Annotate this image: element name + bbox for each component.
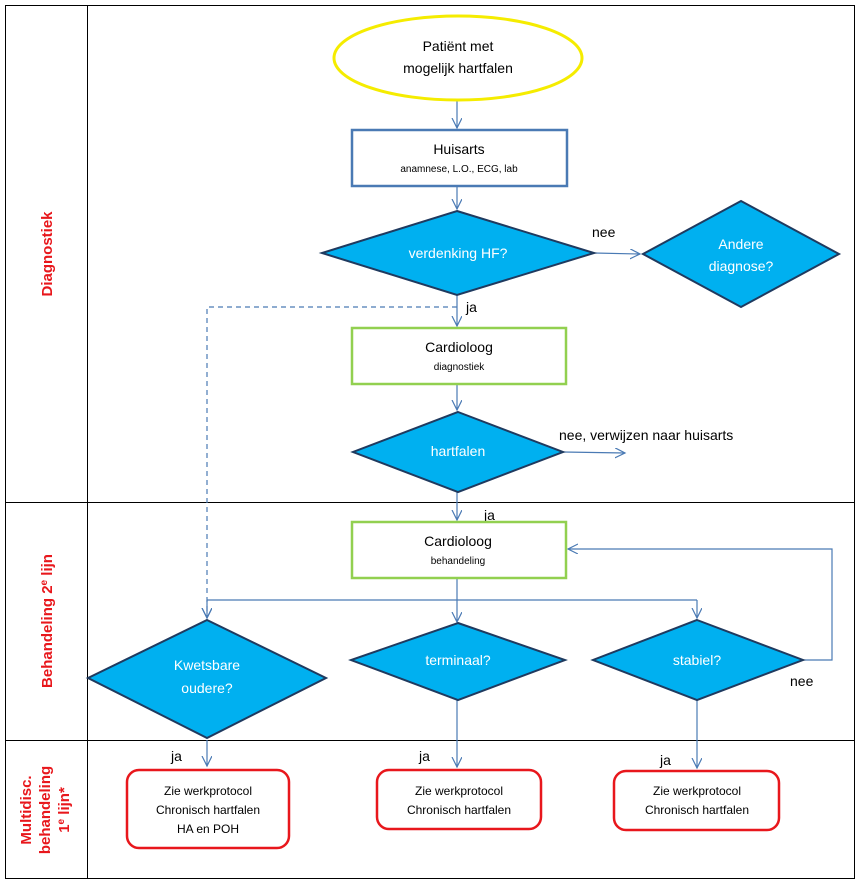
cardioloog-beh-node: Cardioloog behandeling: [350, 520, 568, 580]
connector-hartfalen-huisarts: [562, 452, 625, 453]
kwetsbare-line1: Kwetsbare: [174, 657, 240, 673]
protocol-stabiel-line2: Chronisch hartfalen: [645, 803, 749, 817]
terminaal-diamond: [348, 621, 568, 702]
terminaal-label: terminaal?: [425, 652, 491, 668]
edge-label-ja-stabiel: ja: [659, 752, 671, 768]
hartfalen-diamond: [350, 410, 566, 494]
stabiel-label: stabiel?: [673, 652, 721, 668]
edge-label-nee-hartfalen: nee, verwijzen naar huisarts: [559, 427, 733, 443]
protocol-terminaal-node: Zie werkprotocol Chronisch hartfalen: [375, 768, 543, 831]
cardioloog-beh-title: Cardioloog: [424, 533, 492, 549]
protocol-ha-box: [125, 768, 291, 850]
andere-diamond: [640, 199, 842, 309]
edge-label-nee-verdenking: nee: [592, 224, 616, 240]
cardioloog-diag-box: [350, 326, 568, 386]
connectors: [207, 100, 833, 768]
edge-label-ja-hartfalen: ja: [483, 507, 495, 523]
kwetsbare-line2: oudere?: [181, 680, 233, 696]
huisarts-sub: anamnese, L.O., ECG, lab: [400, 164, 518, 175]
lane-label-multidisc-line1: Multidisc.: [18, 775, 35, 844]
start-line1: Patiënt met: [423, 38, 494, 54]
huisarts-title: Huisarts: [433, 141, 484, 157]
lane-label-behandeling-main: Behandeling 2: [39, 585, 56, 688]
start-node: Patiënt met mogelijk hartfalen: [332, 14, 584, 102]
connector-verdenking-andere: [593, 253, 640, 254]
cardioloog-beh-box: [350, 520, 568, 580]
andere-line1: Andere: [718, 236, 763, 252]
hartfalen-label: hartfalen: [431, 443, 485, 459]
huisarts-node: Huisarts anamnese, L.O., ECG, lab: [350, 128, 569, 188]
lane-multidisc-border: [5, 740, 855, 879]
lane-label-behandeling-tail: lijn: [39, 554, 56, 580]
protocol-stabiel-box: [612, 769, 781, 832]
terminaal-decision: terminaal?: [348, 621, 568, 702]
edge-label-ja-verdenking: ja: [465, 299, 477, 315]
lane-label-multidisc-line3-main: 1: [56, 824, 73, 832]
protocol-ha-line3: HA en POH: [177, 822, 239, 836]
stabiel-decision: stabiel?: [590, 618, 806, 702]
andere-decision: Andere diagnose?: [640, 199, 842, 309]
swimlane-frame: [5, 5, 855, 879]
lane-label-behandeling: Behandeling 2e lijn: [39, 554, 56, 688]
cardioloog-beh-sub: behandeling: [431, 556, 486, 567]
start-ellipse: [332, 14, 584, 102]
verdenking-label: verdenking HF?: [409, 245, 508, 261]
andere-line2: diagnose?: [709, 258, 774, 274]
connector-dashed-kwetsbare: [207, 306, 457, 618]
connector-stabiel-loop: [568, 549, 833, 661]
cardioloog-diag-sub: diagnostiek: [434, 362, 486, 373]
start-line2: mogelijk hartfalen: [403, 60, 513, 76]
kwetsbare-decision: Kwetsbare oudere?: [85, 618, 329, 740]
cardioloog-diag-node: Cardioloog diagnostiek: [350, 326, 568, 386]
lane-label-multidisc-line3-sup: e: [56, 818, 67, 824]
edge-label-nee-stabiel: nee: [790, 673, 814, 689]
protocol-ha-line1: Zie werkprotocol: [164, 784, 252, 798]
lane-label-multidisc: Multidisc. behandeling 1e lijn*: [18, 766, 73, 854]
protocol-terminaal-line1: Zie werkprotocol: [415, 784, 503, 798]
protocol-ha-node: Zie werkprotocol Chronisch hartfalen HA …: [125, 768, 291, 850]
huisarts-box: [350, 128, 569, 188]
verdenking-decision: verdenking HF?: [318, 209, 598, 297]
cardioloog-diag-title: Cardioloog: [425, 339, 493, 355]
kwetsbare-diamond: [85, 618, 329, 740]
edge-label-ja-kwetsbare: ja: [170, 748, 182, 764]
protocol-ha-line2: Chronisch hartfalen: [156, 803, 260, 817]
lane-label-diagnostiek: Diagnostiek: [39, 211, 56, 297]
verdenking-diamond: [318, 209, 598, 297]
protocol-stabiel-node: Zie werkprotocol Chronisch hartfalen: [612, 769, 781, 832]
lane-label-multidisc-line3-tail: lijn*: [56, 787, 73, 819]
edge-label-ja-terminaal: ja: [418, 748, 430, 764]
lane-label-behandeling-sup: e: [39, 579, 50, 585]
lane-label-multidisc-line3: 1e lijn*: [56, 787, 73, 833]
protocol-stabiel-line1: Zie werkprotocol: [653, 784, 741, 798]
protocol-terminaal-line2: Chronisch hartfalen: [407, 803, 511, 817]
protocol-terminaal-box: [375, 768, 543, 831]
lane-label-multidisc-line2: behandeling: [37, 766, 54, 854]
hartfalen-decision: hartfalen: [350, 410, 566, 494]
stabiel-diamond: [590, 618, 806, 702]
